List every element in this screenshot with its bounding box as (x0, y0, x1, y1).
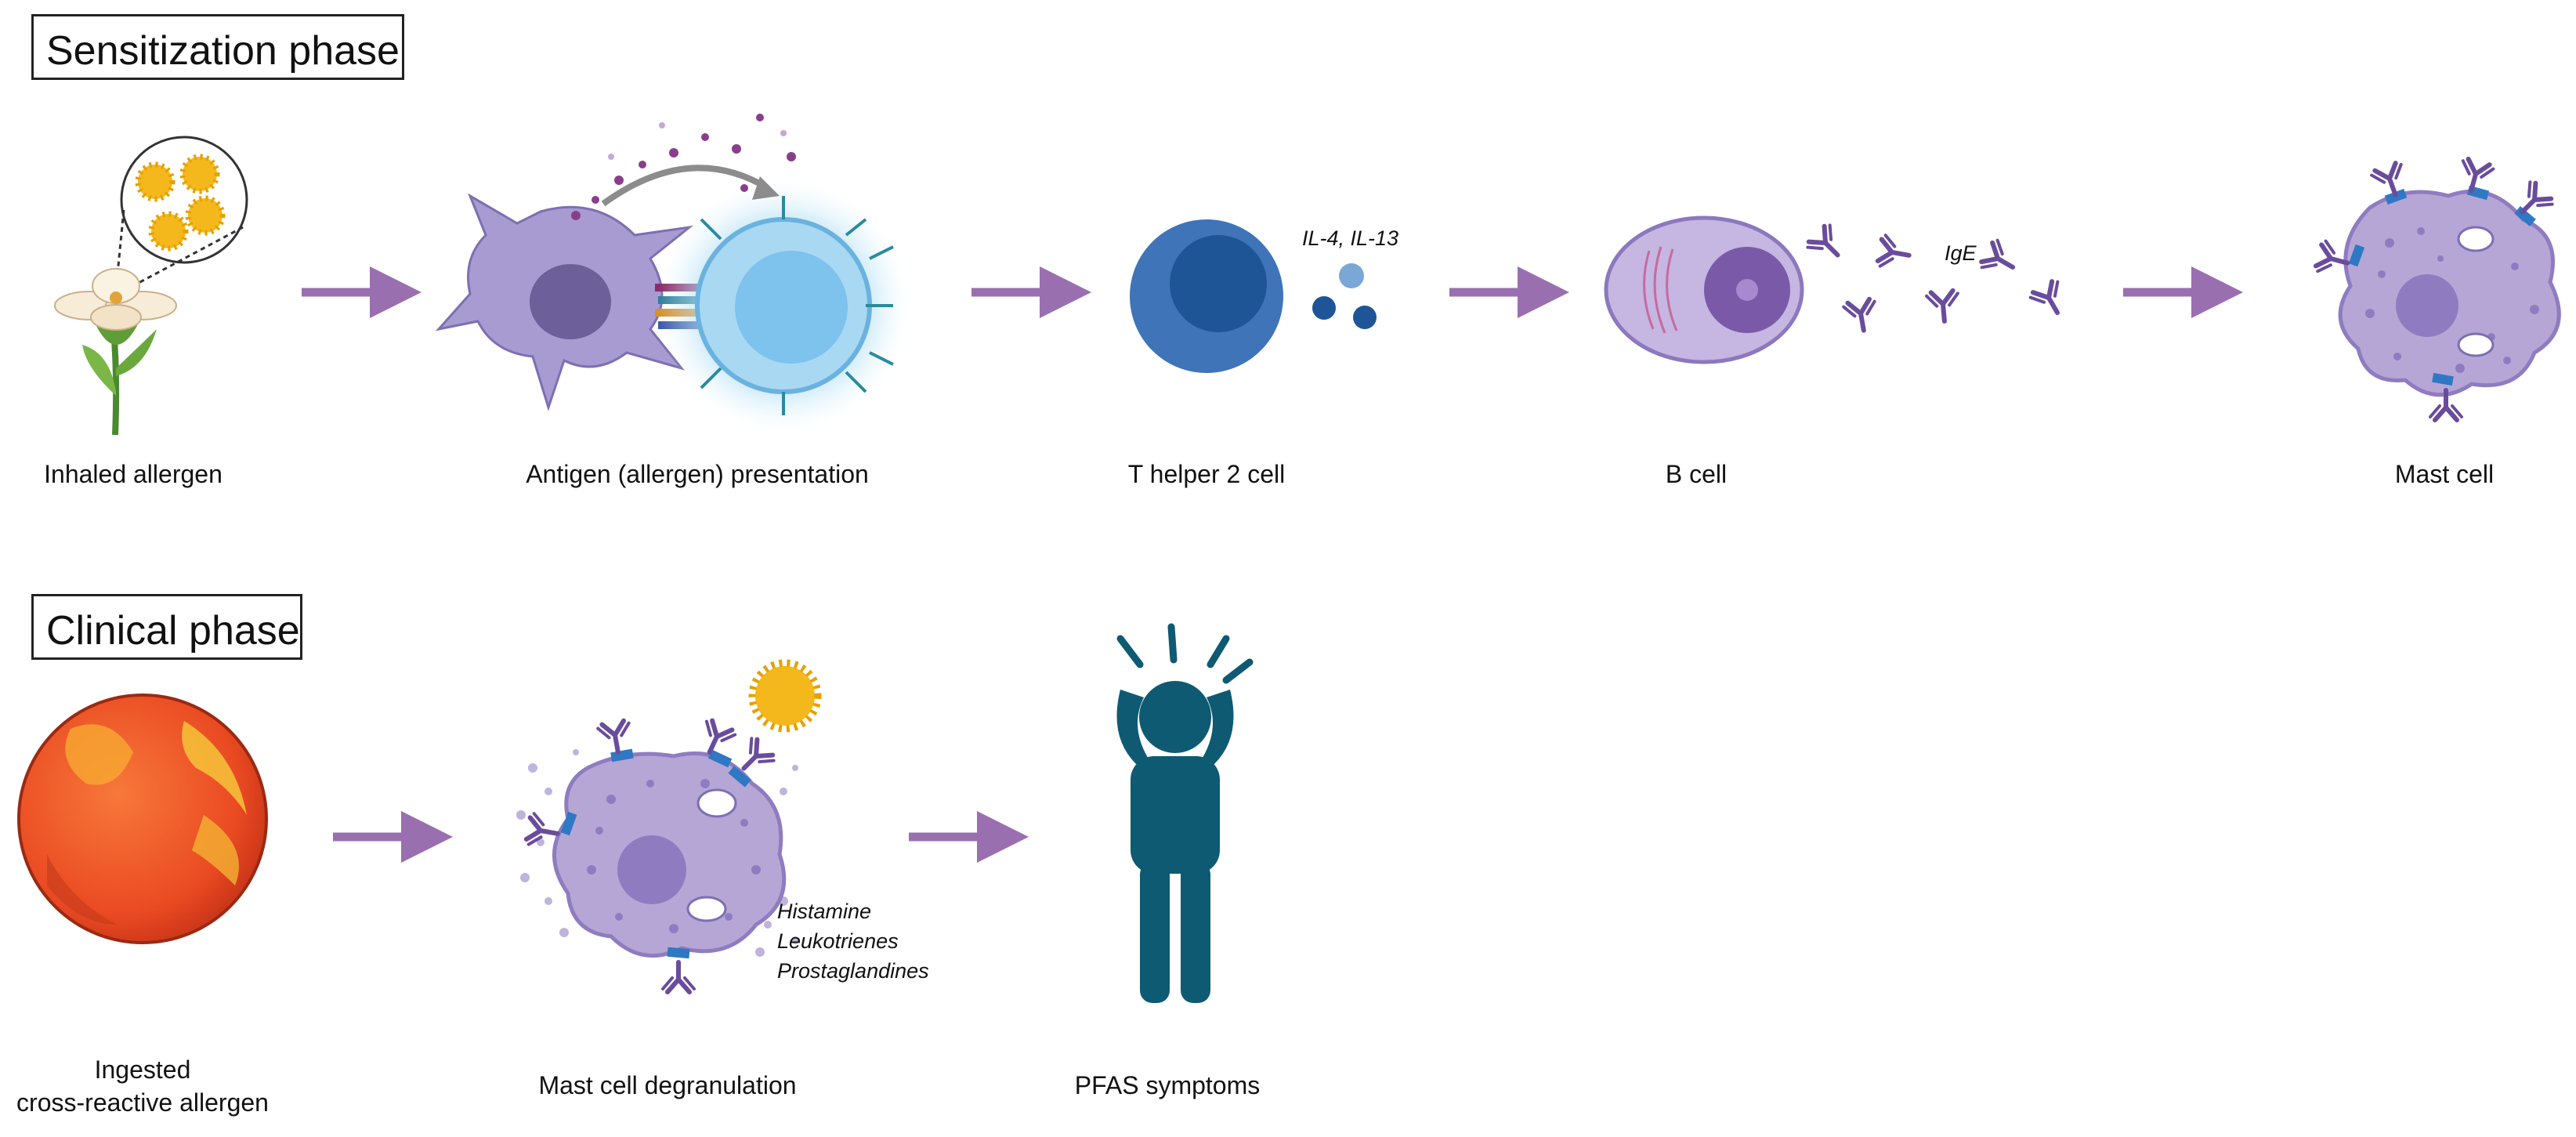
flower-pollen-illustration (54, 136, 248, 436)
flow-arrows (302, 266, 2243, 863)
mediator-leukotrienes: Leukotrienes (777, 929, 899, 953)
clinical-phase-title: Clinical phase (31, 594, 302, 660)
pollen-grain (188, 198, 223, 233)
step-label-line-1: Ingested (94, 1056, 191, 1084)
pollen-grain (183, 157, 217, 191)
step-label-inhaled-allergen: Inhaled allergen (44, 460, 223, 488)
step-label-th2-cell: T helper 2 cell (1127, 460, 1286, 488)
degranulating-mast-cell-illustration (516, 659, 822, 992)
pollen-grain (151, 214, 186, 248)
step-label-mast-cell-degranulation: Mast cell degranulation (538, 1071, 797, 1099)
mediator-histamine: Histamine (777, 900, 872, 923)
step-label-b-cell: B cell (1665, 460, 1728, 488)
step-label-ingested-allergen: Ingested cross-reactive allergen (16, 1054, 269, 1119)
step-label-line-2: cross-reactive allergen (16, 1088, 269, 1117)
antigen-presentation-illustration (435, 114, 909, 431)
ige-label: IgE (1945, 241, 1977, 265)
sensitization-phase-title: Sensitization phase (31, 14, 404, 80)
step-label-pfas-symptoms: PFAS symptoms (1074, 1071, 1261, 1099)
step-label-mast-cell: Mast cell (2394, 460, 2495, 488)
mast-cell-illustration (2314, 158, 2561, 420)
th2-cell-illustration (1130, 219, 1377, 373)
step-label-antigen-presentation: Antigen (allergen) presentation (526, 460, 869, 488)
peach-illustration (17, 693, 268, 944)
cytokines-label: IL-4, IL-13 (1302, 226, 1399, 250)
pollen-grain (138, 165, 172, 199)
b-cell-illustration (1604, 215, 1804, 364)
mediator-prostaglandines: Prostaglandines (777, 959, 929, 983)
pfas-person-illustration (1116, 623, 1254, 1003)
ige-antibodies (1806, 223, 2071, 334)
